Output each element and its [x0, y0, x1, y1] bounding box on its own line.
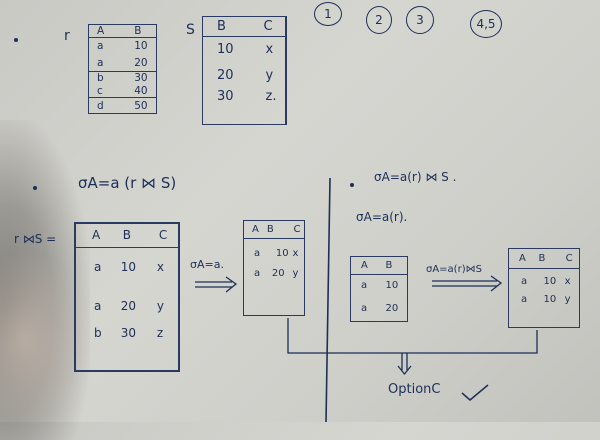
bullet-top	[14, 38, 18, 42]
table-cell: a	[94, 260, 102, 275]
option-circle-2: 2	[366, 6, 392, 34]
table-cell: b	[97, 72, 104, 85]
table-cell: x	[265, 42, 274, 58]
table-cell: z.	[265, 88, 277, 104]
table-r-label: r	[64, 28, 70, 44]
table-cell: 10	[120, 260, 137, 275]
right-expression: σA=a(r) ⋈ S .	[374, 170, 457, 184]
table-join-result: A B C a 10 x a 20 y b 30 z	[74, 222, 180, 372]
table-cell: d	[97, 99, 104, 112]
table-cell: 10	[543, 276, 557, 288]
column-header: B	[112, 223, 147, 248]
table-cell: 30	[217, 88, 234, 104]
bullet-left-expr	[33, 186, 37, 190]
option-label: 3	[416, 13, 424, 27]
table-s-label: S	[186, 22, 195, 38]
table-r: A B a 10 a 20 b 30 c 40 d 50	[88, 24, 157, 114]
option-label: 4,5	[476, 17, 496, 31]
table-cell: 20	[120, 299, 137, 314]
table-cell: y	[564, 294, 571, 306]
column-header: B	[263, 220, 291, 239]
table-cell: y	[265, 68, 274, 83]
column-header: B	[375, 256, 408, 275]
column-header: C	[241, 16, 286, 37]
table-selected-r: A B a 10 a 20	[350, 256, 408, 322]
final-answer: OptionC	[388, 382, 441, 397]
table-s: B C 10 x 20 y 30 z.	[202, 16, 287, 125]
column-header: B	[535, 248, 563, 269]
table-cell: 10	[134, 40, 148, 53]
column-header: A	[508, 248, 536, 269]
table-cell: 30	[134, 72, 148, 85]
table-cell: a	[254, 267, 261, 279]
table-cell: z	[156, 326, 164, 341]
option-label: 2	[375, 13, 383, 27]
column-header: C	[562, 248, 580, 269]
table-cell: 10	[217, 42, 234, 58]
right-sub-expression: σA=a(r).	[356, 210, 408, 224]
table-cell: a	[361, 302, 368, 314]
table-cell: a	[521, 276, 528, 288]
left-expression: σA=a (r ⋈ S)	[78, 174, 177, 192]
column-header: A	[243, 220, 264, 239]
option-circle-1: 1	[314, 2, 342, 26]
table-cell: c	[97, 84, 103, 97]
table-cell: y	[156, 299, 165, 314]
table-cell: a	[97, 40, 104, 53]
table-cell: x	[292, 247, 299, 259]
bullet-right-expr	[350, 183, 354, 187]
annotation-lines	[195, 177, 538, 422]
table-cell: b	[94, 326, 102, 341]
table-cell: a	[94, 299, 102, 314]
column-header: A	[75, 223, 113, 248]
option-label: 1	[324, 7, 332, 21]
table-cell: a	[361, 279, 368, 291]
table-right-result: A B C a 10 x a 10 y	[508, 248, 580, 328]
column-header: A	[350, 256, 376, 275]
column-header: C	[290, 220, 305, 239]
table-cell: a	[97, 56, 104, 69]
table-cell: a	[521, 294, 528, 306]
column-header: C	[146, 223, 179, 248]
left-arrow-label: σA=a.	[190, 258, 224, 271]
option-circle-3: 3	[406, 6, 434, 34]
table-cell: 30	[120, 326, 137, 341]
table-cell: 10	[385, 279, 399, 291]
table-cell: 10	[543, 294, 557, 306]
column-header: B	[112, 24, 157, 38]
table-cell: 20	[134, 56, 148, 69]
column-header: B	[202, 16, 242, 37]
table-cell: 20	[271, 267, 285, 279]
table-cell: 50	[134, 99, 148, 112]
table-cell: x	[156, 260, 165, 275]
right-arrow-label: σA=a(r)⋈S	[426, 264, 482, 275]
option-circle-4-5: 4,5	[470, 10, 502, 38]
table-cell: 40	[134, 84, 148, 97]
table-cell: x	[564, 276, 571, 288]
column-header: A	[88, 24, 113, 38]
table-cell: 20	[385, 302, 399, 314]
table-cell: 20	[217, 68, 234, 83]
table-cell: y	[292, 267, 299, 279]
table-cell: 10	[275, 247, 289, 259]
join-label: r ⋈S =	[14, 232, 57, 246]
table-cell: a	[254, 247, 261, 259]
